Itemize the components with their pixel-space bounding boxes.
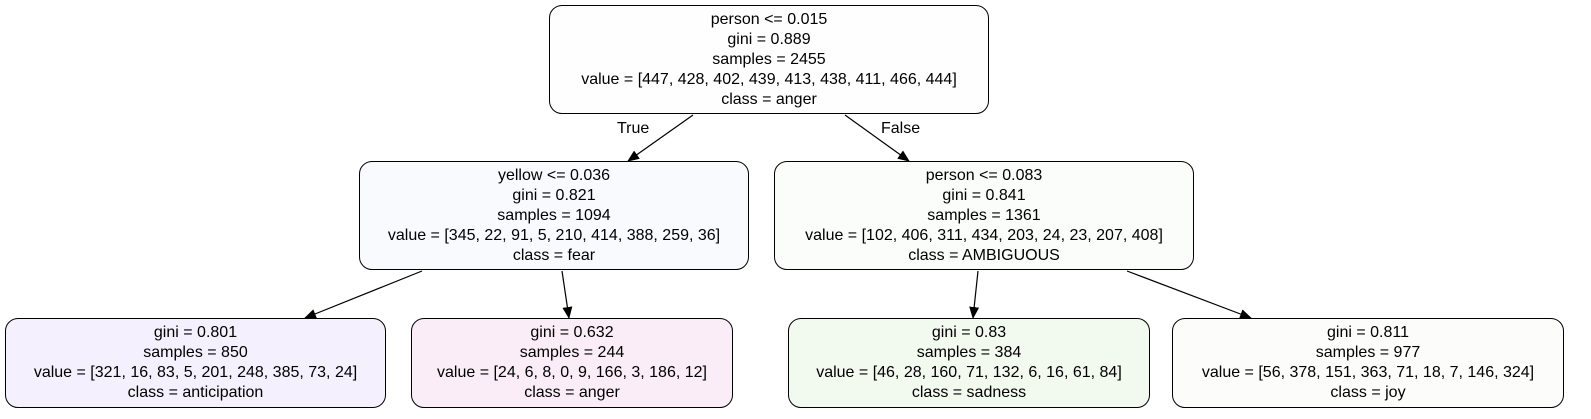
node-split-rule: person <= 0.083 <box>925 166 1043 184</box>
node-value: value = [46, 28, 160, 71, 132, 6, 16, 61… <box>816 364 1122 381</box>
node-gini: gini = 0.821 <box>512 186 596 204</box>
edge-label-true: True <box>617 120 650 137</box>
edge-right-to-leaf-4 <box>1126 270 1252 319</box>
node-samples: samples = 1361 <box>927 206 1041 224</box>
edge-left-to-leaf-1 <box>304 270 423 319</box>
node-samples: samples = 977 <box>1315 344 1421 361</box>
node-gini: gini = 0.83 <box>931 324 1007 341</box>
node-class: class = joy <box>1330 384 1406 401</box>
node-gini: gini = 0.632 <box>530 324 614 341</box>
node-value: value = [345, 22, 91, 5, 210, 414, 388, … <box>387 226 721 244</box>
tree-node-root: person <= 0.015 gini = 0.889 samples = 2… <box>549 5 989 114</box>
tree-leaf-1: gini = 0.801 samples = 850 value = [321,… <box>5 318 386 408</box>
node-value: value = [102, 406, 311, 434, 203, 24, 23… <box>805 226 1163 244</box>
node-samples: samples = 384 <box>916 344 1022 361</box>
node-value: value = [321, 16, 83, 5, 201, 248, 385, … <box>33 364 358 381</box>
node-samples: samples = 244 <box>519 344 625 361</box>
node-gini: gini = 0.801 <box>153 324 238 341</box>
tree-node-right: person <= 0.083 gini = 0.841 samples = 1… <box>774 161 1194 270</box>
node-class: class = fear <box>512 246 596 264</box>
node-gini: gini = 0.841 <box>942 186 1026 204</box>
node-class: class = AMBIGUOUS <box>908 246 1060 264</box>
edge-root-to-left <box>627 114 694 162</box>
node-split-rule: yellow <= 0.036 <box>497 166 611 184</box>
tree-leaf-4: gini = 0.811 samples = 977 value = [56, … <box>1172 318 1564 408</box>
node-class: class = anger <box>524 384 620 401</box>
node-samples: samples = 850 <box>143 344 248 361</box>
edge-label-false: False <box>881 120 921 137</box>
node-value: value = [447, 428, 402, 439, 413, 438, 4… <box>581 70 957 88</box>
tree-leaf-3: gini = 0.83 samples = 384 value = [46, 2… <box>788 318 1150 408</box>
node-class: class = anger <box>721 90 817 108</box>
node-value: value = [24, 6, 8, 0, 9, 166, 3, 186, 12… <box>437 364 707 381</box>
edge-left-to-leaf-2 <box>561 270 573 319</box>
node-samples: samples = 1094 <box>497 206 611 224</box>
tree-node-left: yellow <= 0.036 gini = 0.821 samples = 1… <box>359 161 749 270</box>
node-split-rule: person <= 0.015 <box>710 10 828 28</box>
edge-right-to-leaf-3 <box>969 270 980 319</box>
node-samples: samples = 2455 <box>712 50 826 68</box>
node-class: class = anticipation <box>127 384 264 401</box>
node-class: class = sadness <box>911 384 1027 401</box>
tree-leaf-2: gini = 0.632 samples = 244 value = [24, … <box>411 318 733 408</box>
node-value: value = [56, 378, 151, 363, 71, 18, 7, 1… <box>1201 364 1535 381</box>
edge-root-to-right <box>844 114 910 162</box>
node-gini: gini = 0.889 <box>727 30 811 48</box>
node-gini: gini = 0.811 <box>1327 324 1409 341</box>
